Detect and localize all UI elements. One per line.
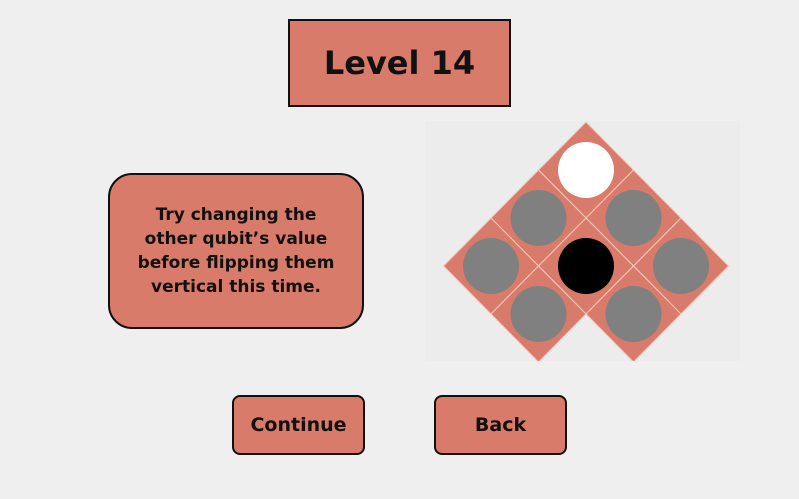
qubit-gray[interactable] xyxy=(510,190,567,246)
hint-text: Try changing the other qubit’s value bef… xyxy=(137,205,335,297)
hint-panel: Try changing the other qubit’s value bef… xyxy=(108,173,364,329)
back-button[interactable]: Back xyxy=(434,395,567,455)
qubit-gray[interactable] xyxy=(510,286,567,342)
level-title: Level 14 xyxy=(288,19,511,107)
qubit-gray[interactable] xyxy=(605,286,662,342)
qubit-board xyxy=(425,121,740,363)
qubit-gray[interactable] xyxy=(605,190,662,246)
qubit-gray[interactable] xyxy=(463,238,519,294)
qubit-black[interactable] xyxy=(558,238,614,294)
continue-button[interactable]: Continue xyxy=(232,395,365,455)
qubit-white[interactable] xyxy=(558,142,614,198)
qubit-gray[interactable] xyxy=(653,238,709,294)
qubit-board-svg xyxy=(442,121,730,363)
level-title-text: Level 14 xyxy=(323,44,476,82)
